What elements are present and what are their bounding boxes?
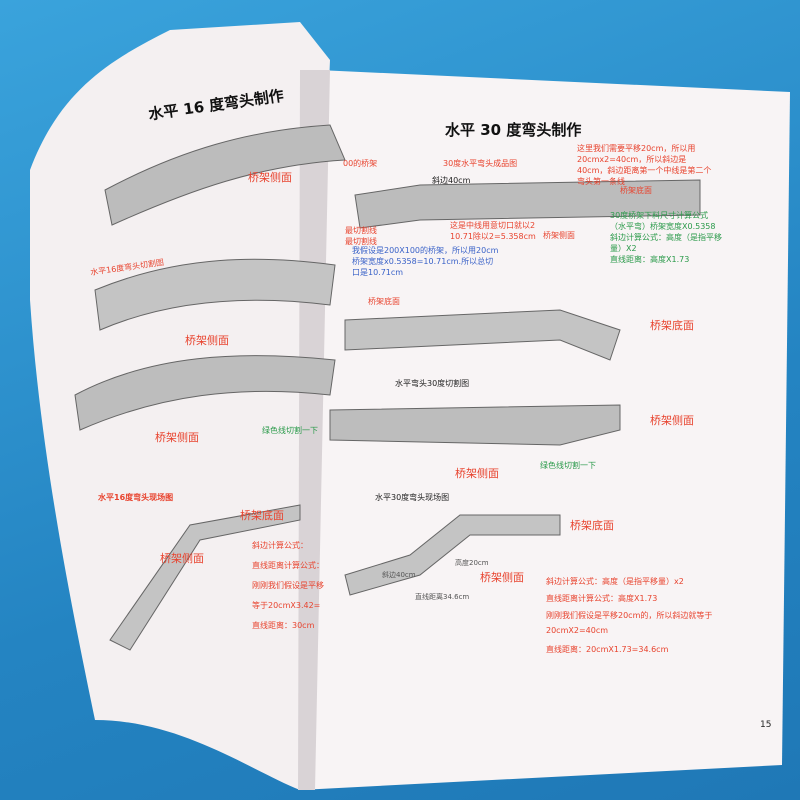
formula-line: 30度桥架下料尺寸计算公式 [610,211,709,220]
page-number: 15 [760,720,772,730]
right-page-title: 水平 30 度弯头制作 [445,121,582,139]
formula-line: （水平弯）桥架宽度X0.5358 [610,222,716,231]
book-spine-shadow [298,70,330,790]
label: 水平30度弯头现场图 [375,493,450,502]
label: 绿色线切割一下 [540,461,596,470]
label: 桥架底面 [240,509,284,522]
label: 桥架底面 [650,319,694,332]
label: 绿色线切割一下 [262,426,318,435]
note-line: 20cmx2=40cm，所以斜边是 [577,155,687,164]
label: 水平弯头30度切割图 [395,379,470,388]
note-line: 弯头第一条线 [577,177,625,186]
label: 桥架底面 [368,297,400,306]
formula-line: 刚刚我们假设是平移20cm的，所以斜边就等于 [546,611,713,620]
formula: 等于20cmX3.42= [252,601,321,610]
note-line: 桥架宽度x0.5358=10.71cm.所以总切 [352,257,494,266]
left-beam-site [109,504,301,651]
label: 最切割线 [345,237,377,246]
label: 00的桥架 [343,159,378,168]
label: 桥架侧面 [480,571,524,584]
formula-line: 20cmX2=40cm [546,626,609,635]
formula: 斜边计算公式： [252,541,308,550]
label: 桥架侧面 [650,414,694,427]
formula-line: 斜边计算公式：高度（是指平移 [610,233,722,242]
right-beam-top [354,179,701,229]
note-line: 10.71除以2=5.358cm [450,232,536,241]
right-beam-cut [344,309,621,361]
label: 斜边40cm [382,571,416,579]
note-line: 口是10.71cm [352,268,404,277]
label: 30度水平弯头成品图 [443,159,518,168]
formula-line: 直线距离计算公式：高度X1.73 [546,594,658,603]
label: 高度20cm [455,559,489,567]
left-beam-top [104,124,346,226]
label: 桥架侧面 [455,467,499,480]
formula-line: 斜边计算公式：高度（是指平移量）x2 [546,577,684,586]
label: 桥架侧面 [160,552,204,565]
note-line: 我假设是200X100的桥架，所以用20cm [352,246,499,255]
label: 水平16度弯头现场图 [98,493,174,502]
note-line: 这里我们需要平移20cm，所以用 [577,144,696,153]
left-page-sheet [30,22,330,790]
label: 桥架侧面 [248,171,292,184]
label: 最切割线 [345,226,377,235]
left-beam-cut [94,258,336,331]
formula-line: 直线距离：高度X1.73 [610,255,690,264]
left-beam-side [74,355,336,431]
label: 桥架底面 [570,519,614,532]
label: 桥架侧面 [155,431,199,444]
label: 斜边40cm [432,176,471,185]
right-beam-site [344,514,561,596]
formula-line: 量）X2 [610,244,637,253]
label: 桥架侧面 [543,231,575,240]
label: 桥架侧面 [185,334,229,347]
formula: 刚刚我们假设是平移 [252,581,324,590]
note-line: 40cm，斜边距离第一个中线是第二个 [577,166,712,175]
label: 桥架底面 [620,186,652,195]
label: 直线距离34.6cm [415,593,470,601]
right-beam-side [329,404,621,446]
formula: 直线距离：30cm [252,621,315,630]
note-line: 这是中线用意切口就以2 [450,221,536,230]
formula: 直线距离计算公式： [252,561,324,570]
formula-line: 直线距离：20cmX1.73=34.6cm [546,645,669,654]
